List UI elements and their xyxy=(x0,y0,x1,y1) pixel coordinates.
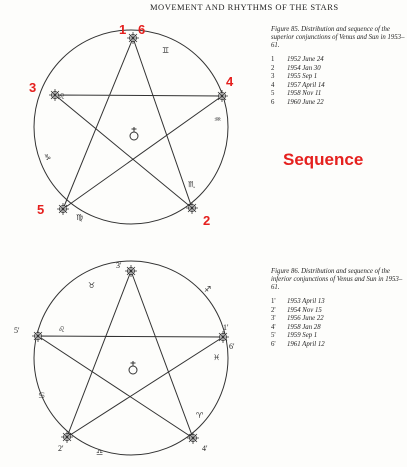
sequence-marker-3: 3 xyxy=(29,80,36,95)
zodiac-sign: ♌ xyxy=(58,92,65,101)
figure-1-caption-text: Figure 85. Distribution and sequence of … xyxy=(271,26,405,49)
figure-2-diagram xyxy=(33,260,229,456)
sun-star-icon xyxy=(187,432,199,444)
zodiac-sign: ♏ xyxy=(188,180,196,189)
sequence-marker-1: 1 xyxy=(119,22,126,37)
sun-star-icon xyxy=(125,265,137,277)
list-item: 2'1954 Nov 15 xyxy=(271,306,322,314)
figure-2-zodiac: ♉ ♌ ♐ ♓ ♎ ♋ ♈ xyxy=(38,281,220,457)
center-venus-glyph-icon xyxy=(128,361,138,375)
sun-star-icon xyxy=(217,331,229,343)
zodiac-sign: ♑ xyxy=(44,153,51,162)
figure-1-circle xyxy=(33,29,229,225)
figure-1-caption: Figure 85. Distribution and sequence of … xyxy=(271,26,407,108)
sequence-marker-5: 5 xyxy=(37,202,44,217)
figure-2-caption-text: Figure 86. Distribution and sequence of … xyxy=(271,268,403,291)
sequence-label: Sequence xyxy=(283,150,364,169)
sequence-marker-6: 6 xyxy=(138,22,145,37)
vertex-label-5p: 5' xyxy=(14,326,20,335)
figure-1-sequence-numbers: 1 6 2 3 4 5 xyxy=(29,22,234,228)
zodiac-sign: ♉ xyxy=(88,281,95,290)
figure-1-diagram xyxy=(33,29,229,225)
figure-2-caption: Figure 86. Distribution and sequence of … xyxy=(271,268,407,350)
list-item: 3'1956 June 22 xyxy=(271,315,324,323)
figure-1-zodiac: ♊ ♌ ♍ ♏ ♒ ♑ xyxy=(44,46,221,222)
figure-2-entry-list: 1'1953 April 13 2'1954 Nov 15 3'1956 Jun… xyxy=(271,298,407,350)
zodiac-sign: ♋ xyxy=(38,391,45,400)
sun-star-icon xyxy=(186,202,198,214)
figure-2-pentagram xyxy=(36,269,225,440)
list-item: 1'1953 April 13 xyxy=(271,298,325,305)
vertex-label-4p: 4' xyxy=(202,444,208,453)
sun-star-icon xyxy=(57,203,69,215)
figure-1-pentagram xyxy=(53,36,224,211)
list-item: 5'1959 Sep 1 xyxy=(271,332,318,340)
vertex-label-3p: 3' xyxy=(116,261,122,270)
center-venus-glyph-icon xyxy=(129,127,139,141)
zodiac-sign: ♌ xyxy=(58,325,65,334)
zodiac-sign: ♈ xyxy=(196,411,203,420)
zodiac-sign: ♊ xyxy=(162,46,169,55)
figure-2-circle xyxy=(33,260,229,456)
sequence-marker-2: 2 xyxy=(203,213,210,228)
sun-star-icon xyxy=(127,32,139,44)
vertex-label-2p: 2' xyxy=(58,444,64,453)
sun-star-icon xyxy=(216,90,228,102)
zodiac-sign: ♐ xyxy=(204,285,211,294)
list-item: 6'1961 April 12 xyxy=(271,340,325,348)
figure-2-markers xyxy=(32,265,229,444)
figure-1-markers xyxy=(49,32,228,215)
sun-star-icon xyxy=(49,89,61,101)
sequence-marker-4: 4 xyxy=(226,74,234,89)
zodiac-sign: ♒ xyxy=(214,115,221,124)
figure-2-vertex-labels: 3' 5' 6' 1' 2' 4' xyxy=(14,261,235,453)
zodiac-sign: ♓ xyxy=(213,353,220,362)
page-header: MOVEMENT AND RHYTHMS OF THE STARS xyxy=(150,2,339,12)
sun-star-icon xyxy=(61,431,73,443)
vertex-label-1p: 1' xyxy=(223,323,229,332)
vertex-label-6p: 6' xyxy=(229,342,235,351)
zodiac-sign: ♎ xyxy=(96,448,103,457)
zodiac-sign: ♍ xyxy=(76,213,83,222)
list-item: 4'1958 Jan 28 xyxy=(271,323,321,331)
sun-star-icon xyxy=(32,330,44,342)
